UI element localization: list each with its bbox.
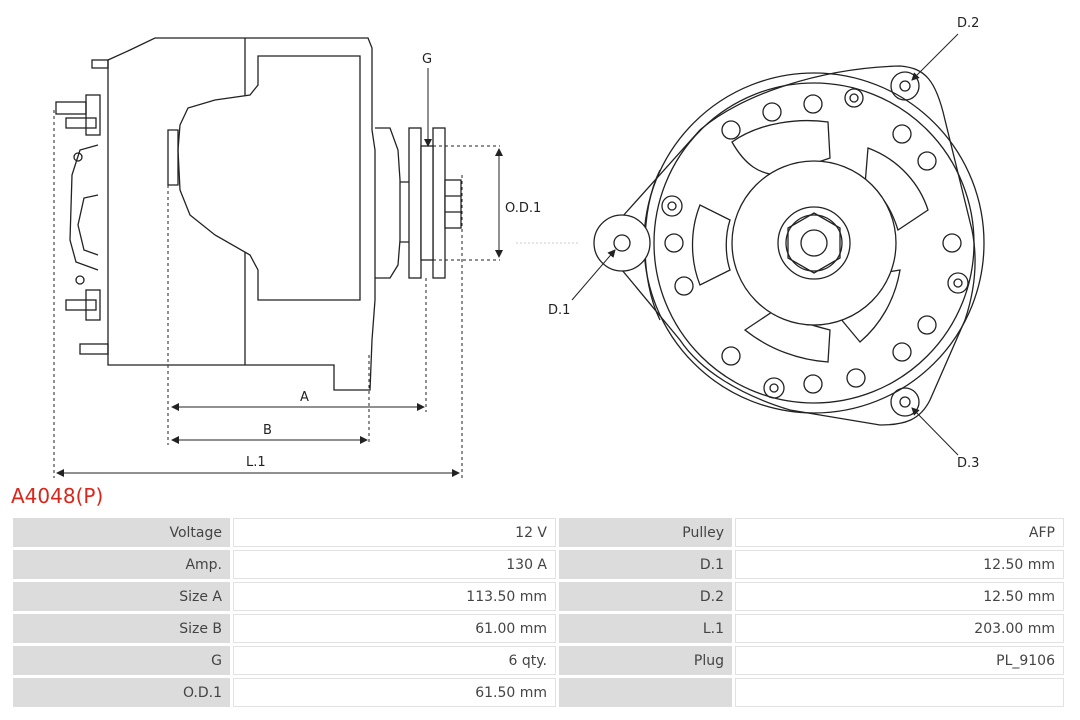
table-row: O.D.1 61.50 mm — [13, 678, 1064, 707]
side-dimensions — [53, 68, 580, 478]
table-row: Voltage 12 V Pulley AFP — [13, 518, 1064, 547]
spec-value: PL_9106 — [735, 646, 1064, 675]
spec-label: G — [13, 646, 230, 675]
label-a: A — [300, 390, 309, 405]
part-code-title: A4048(P) — [11, 484, 104, 508]
spec-label: Size B — [13, 614, 230, 643]
spec-value: 12 V — [233, 518, 556, 547]
spec-label: Pulley — [559, 518, 732, 547]
specifications-table: Voltage 12 V Pulley AFP Amp. 130 A D.1 1… — [10, 515, 1067, 710]
alternator-technical-drawing: G O.D.1 A B L.1 D.1 D.2 D.3 — [53, 16, 985, 478]
table-row: Size A 113.50 mm D.2 12.50 mm — [13, 582, 1064, 611]
spec-value: 12.50 mm — [735, 550, 1064, 579]
label-d1: D.1 — [548, 303, 570, 318]
spec-value: 113.50 mm — [233, 582, 556, 611]
label-g: G — [422, 52, 432, 67]
table-row: Amp. 130 A D.1 12.50 mm — [13, 550, 1064, 579]
spec-label: Size A — [13, 582, 230, 611]
spec-label: D.2 — [559, 582, 732, 611]
label-od1: O.D.1 — [505, 201, 541, 216]
label-b: B — [263, 423, 272, 438]
spec-label: Voltage — [13, 518, 230, 547]
spec-value: 61.00 mm — [233, 614, 556, 643]
table-row: G 6 qty. Plug PL_9106 — [13, 646, 1064, 675]
spec-value — [735, 678, 1064, 707]
spec-value: AFP — [735, 518, 1064, 547]
spec-value: 61.50 mm — [233, 678, 556, 707]
label-l1: L.1 — [246, 455, 266, 470]
spec-value: 130 A — [233, 550, 556, 579]
spec-label — [559, 678, 732, 707]
side-view — [55, 37, 462, 391]
front-view — [593, 65, 985, 426]
table-row: Size B 61.00 mm L.1 203.00 mm — [13, 614, 1064, 643]
spec-label: Amp. — [13, 550, 230, 579]
spec-label: D.1 — [559, 550, 732, 579]
spec-value: 6 qty. — [233, 646, 556, 675]
spec-label: L.1 — [559, 614, 732, 643]
spec-label: Plug — [559, 646, 732, 675]
spec-value: 12.50 mm — [735, 582, 1064, 611]
spec-label: O.D.1 — [13, 678, 230, 707]
label-d2: D.2 — [957, 16, 979, 31]
spec-value: 203.00 mm — [735, 614, 1064, 643]
front-dimensions — [571, 33, 959, 456]
label-d3: D.3 — [957, 456, 979, 471]
